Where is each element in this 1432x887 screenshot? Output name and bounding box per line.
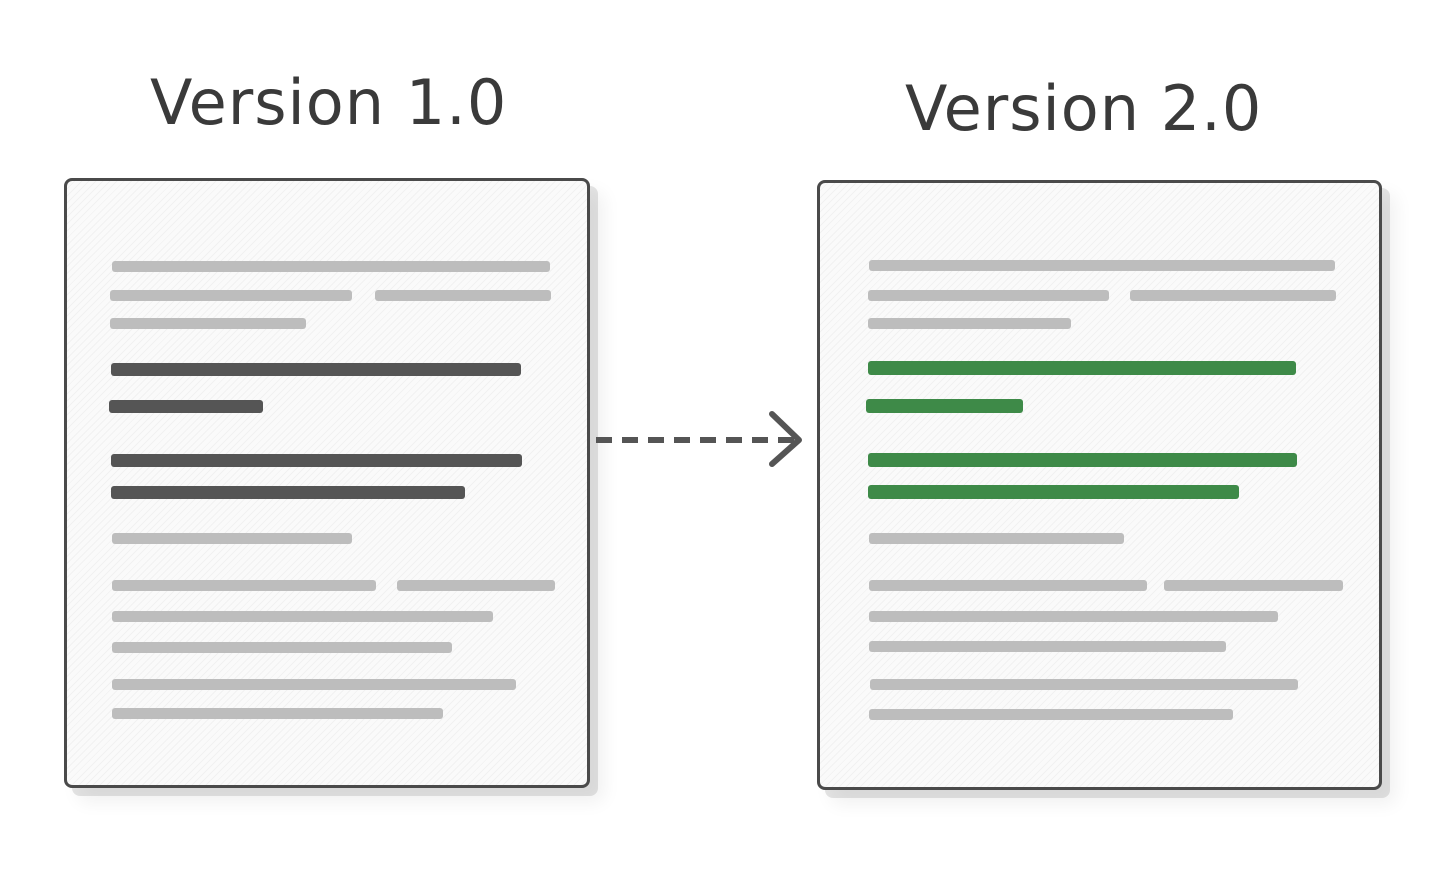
dashed-arrow [596,411,802,467]
text-line [375,290,551,301]
text-line [112,642,452,653]
text-line [869,641,1226,652]
changed-line-old [111,486,465,499]
changed-line-old [111,454,522,467]
text-line [869,533,1124,544]
version-2-document [817,180,1382,790]
version-1-document [64,178,590,788]
text-line [397,580,555,591]
text-line [868,318,1071,329]
text-line [112,261,550,272]
text-line [112,679,516,690]
changed-line-new [868,361,1296,375]
text-line [869,611,1278,622]
text-line [112,611,493,622]
text-line [1164,580,1343,591]
text-line [112,580,376,591]
changed-line-new [868,453,1297,467]
text-line [869,580,1147,591]
changed-line-old [109,400,263,413]
text-line [870,679,1298,690]
changed-line-new [868,485,1239,499]
text-line [110,318,306,329]
text-line [1130,290,1336,301]
text-line [869,709,1233,720]
text-line [112,708,443,719]
version-2-title: Version 2.0 [905,72,1263,145]
text-line [869,260,1335,271]
text-line [868,290,1109,301]
changed-line-new [866,399,1023,413]
text-line [110,290,352,301]
version-1-title: Version 1.0 [150,66,508,139]
text-line [112,533,352,544]
changed-line-old [111,363,521,376]
